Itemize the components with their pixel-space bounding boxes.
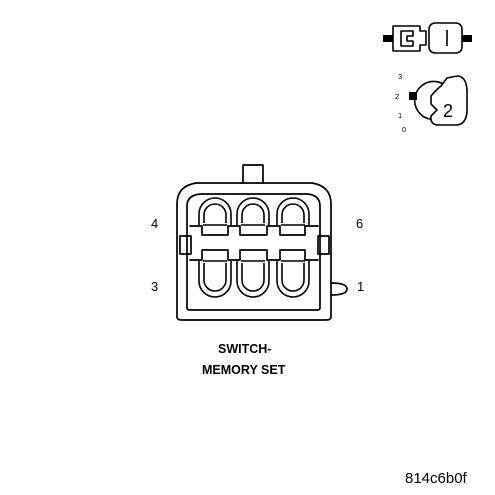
terminal-cavity-pin-5 xyxy=(236,197,270,226)
caption-line-2: MEMORY SET xyxy=(202,363,286,377)
reference-code: 814c6b0f xyxy=(405,470,468,487)
connector-halves-icon xyxy=(383,22,472,54)
connector-view-key-icon xyxy=(409,75,468,126)
position-number-3: 3 xyxy=(398,72,402,81)
position-number-0: 0 xyxy=(402,125,406,134)
position-number-2: 2 xyxy=(395,92,399,101)
view-number: 2 xyxy=(443,101,453,121)
caption-line-1: SWITCH- xyxy=(218,342,271,356)
terminal-cavity-pin-2 xyxy=(236,260,270,298)
terminal-cavity-pin-6 xyxy=(276,197,310,226)
terminal-cavity-pin-3 xyxy=(198,260,232,298)
pin-label-1: 1 xyxy=(357,279,364,294)
pin-label-4: 4 xyxy=(151,216,158,231)
terminal-cavity-pin-1 xyxy=(276,260,310,298)
position-number-1: 1 xyxy=(398,111,402,120)
connector-body xyxy=(176,164,348,321)
pin-label-3: 3 xyxy=(151,279,158,294)
terminal-cavity-pin-4 xyxy=(198,197,232,226)
pin-label-6: 6 xyxy=(356,216,363,231)
